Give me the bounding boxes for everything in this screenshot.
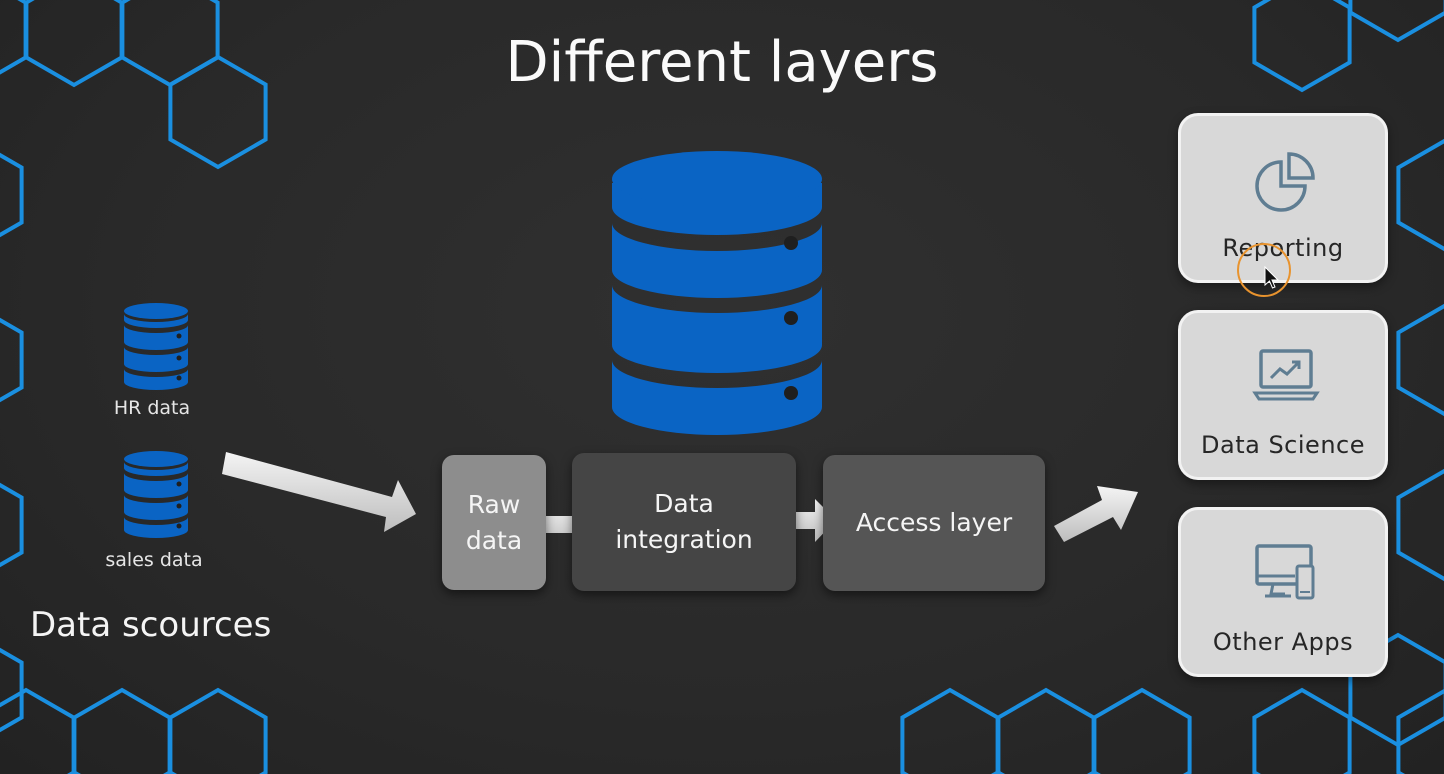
hexagon-outline — [168, 54, 268, 170]
arrow-access-to-consumers — [1054, 486, 1138, 542]
slide-title: Different layers — [505, 30, 939, 95]
data-sources-caption: Data scources — [30, 605, 272, 645]
hr-database-icon — [124, 303, 188, 390]
sales-data-label: sales data — [105, 549, 203, 571]
raw-data-label: Raw data — [465, 489, 523, 555]
hexagon-outline — [0, 0, 28, 75]
hexagon-outline — [1396, 138, 1444, 252]
hexagon-outline — [1092, 687, 1192, 774]
pie-chart-icon — [1255, 152, 1315, 212]
arrow-sources-to-raw — [222, 452, 416, 532]
raw-data-box: Raw data — [442, 455, 546, 590]
central-database-icon — [612, 151, 822, 435]
hexagon-outline — [168, 687, 268, 774]
mouse-pointer-icon — [1264, 266, 1280, 289]
laptop-trend-icon — [1252, 349, 1320, 401]
access-layer-box: Access layer — [823, 455, 1045, 591]
other-apps-label: Other Apps — [1212, 628, 1354, 656]
arrow-integration-to-access — [780, 499, 836, 542]
access-layer-label: Access layer — [855, 508, 1013, 537]
hexagon-outline — [1396, 303, 1444, 417]
sales-database-icon — [124, 451, 188, 538]
hexagon-outline — [1348, 0, 1444, 43]
hexagon-outline — [1396, 468, 1444, 582]
hexagon-outline — [0, 152, 24, 238]
data-science-card[interactable]: Data Science — [1178, 310, 1388, 480]
hexagon-outline — [1252, 687, 1352, 774]
hr-data-label: HR data — [113, 397, 191, 419]
devices-icon — [1255, 544, 1315, 600]
data-science-label: Data Science — [1201, 431, 1365, 459]
hexagon-outline — [0, 647, 24, 733]
hexagon-outline — [1396, 688, 1444, 774]
hexagon-outline — [0, 482, 24, 568]
data-integration-box: Data integration — [572, 453, 796, 591]
hexagon-outline — [0, 317, 24, 403]
cursor-highlight-ring — [1237, 243, 1291, 297]
data-integration-label: Data integration — [615, 489, 753, 554]
other-apps-card[interactable]: Other Apps — [1178, 507, 1388, 677]
